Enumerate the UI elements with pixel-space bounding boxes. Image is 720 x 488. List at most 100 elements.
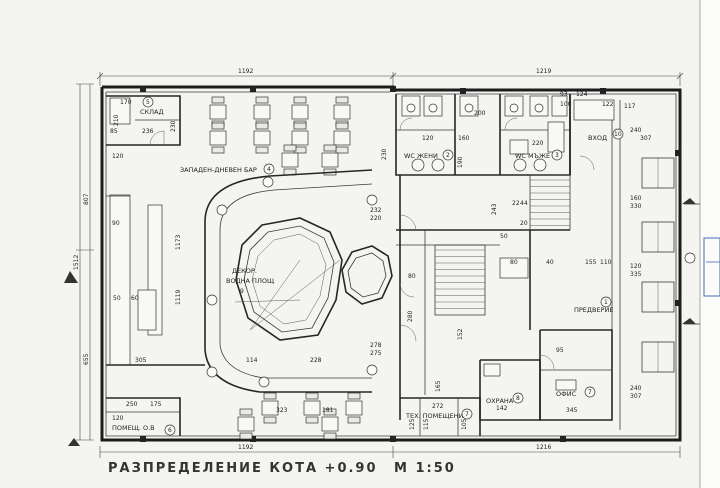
chair (323, 144, 337, 152)
svg-text:240: 240 (630, 127, 642, 134)
svg-text:80: 80 (510, 259, 518, 266)
chair (211, 96, 225, 104)
svg-text:345: 345 (566, 407, 578, 414)
service-counter: 50 60 305 90 (106, 194, 205, 366)
table (345, 400, 363, 416)
label-fountain-2: ВОДНА ПЛОЩ (226, 277, 274, 285)
paper-right-strip (700, 0, 720, 488)
svg-text:1: 1 (604, 299, 608, 306)
restrooms: WC ЖЕНИ 2 WC МЪЖЕ 3 200 160 120 220 190 … (381, 94, 571, 176)
chair (323, 432, 337, 440)
blue-stamp (703, 237, 720, 297)
svg-text:160: 160 (458, 135, 470, 142)
chair (335, 96, 349, 104)
chair (347, 392, 361, 400)
chair (211, 146, 225, 154)
chair (263, 392, 277, 400)
svg-text:120: 120 (112, 415, 124, 422)
table (333, 130, 351, 146)
svg-text:115: 115 (423, 418, 430, 430)
table (321, 152, 339, 168)
svg-text:93: 93 (560, 91, 568, 98)
svg-text:85: 85 (110, 128, 118, 135)
svg-text:105: 105 (461, 418, 468, 430)
svg-text:160: 160 (630, 195, 642, 202)
svg-text:40: 40 (546, 259, 554, 266)
svg-text:8: 8 (516, 395, 520, 402)
table (303, 400, 321, 416)
table (209, 130, 227, 146)
svg-text:305: 305 (135, 357, 147, 364)
section-marker-bottom (68, 438, 80, 446)
section-marker-right-1 (682, 198, 696, 204)
svg-text:125: 125 (409, 418, 416, 430)
dim-left-mid: 1512 (73, 255, 80, 270)
chair (255, 122, 269, 130)
chair (293, 96, 307, 104)
chair (305, 416, 319, 424)
svg-text:4: 4 (267, 166, 271, 173)
section-marker-right-2 (682, 318, 696, 324)
dim-left-lower: 655 (83, 353, 90, 365)
svg-text:120: 120 (422, 135, 434, 142)
table (237, 416, 255, 432)
svg-text:165: 165 (435, 380, 442, 392)
central-stair: 243 80 80 50 22 44 20 40 280 152 165 278… (370, 174, 571, 420)
svg-text:230: 230 (170, 120, 177, 132)
section-marker-left (64, 271, 78, 283)
left-dimension-chain: 807 1512 655 (73, 83, 94, 441)
svg-text:50: 50 (113, 295, 121, 302)
svg-text:228: 228 (310, 357, 322, 364)
table (291, 130, 309, 146)
facade-glazing-bays (641, 157, 675, 373)
table (253, 104, 271, 120)
label-vhod: ВХОД (588, 134, 607, 142)
svg-text:335: 335 (630, 271, 642, 278)
svg-text:323: 323 (276, 407, 288, 414)
svg-text:175: 175 (150, 401, 162, 408)
svg-text:114: 114 (246, 357, 258, 364)
bottom-dims: 323 181 (276, 407, 334, 414)
label-tech: ТЕХ. ПОМЕЩЕНИЕ (405, 412, 467, 420)
entrance-vestibule: ВХОД 10 ПРЕДВЕРИЕ 1 122 117 100 124 93 1… (560, 91, 652, 430)
table (291, 104, 309, 120)
chair (263, 416, 277, 424)
dim-top-right: 1219 (536, 68, 551, 75)
chair (323, 408, 337, 416)
chair (293, 122, 307, 130)
label-sklad: СКЛАД (140, 108, 164, 116)
tech-room: ТЕХ. ПОМЕЩЕНИЕ 7 272 125 115 105 (400, 397, 481, 436)
svg-text:243: 243 (491, 203, 498, 215)
label-pomesht: ПОМЕЩ. О.В (112, 424, 155, 432)
bottom-dimension-chain: 1192 1216 (99, 444, 681, 458)
svg-text:142: 142 (496, 405, 508, 412)
svg-text:220: 220 (532, 140, 544, 147)
chair (255, 146, 269, 154)
svg-text:190: 190 (457, 156, 464, 168)
chair (305, 392, 319, 400)
svg-text:9: 9 (240, 288, 244, 295)
security-room: ОХРАНА 8 142 (479, 359, 541, 421)
table (333, 104, 351, 120)
section-arrows-right (684, 203, 700, 325)
outer-walls (100, 85, 682, 442)
svg-text:117: 117 (624, 103, 636, 110)
label-ofis: ОФИС (556, 390, 577, 398)
chair (239, 432, 253, 440)
label-fountain: ДЕКОР. (232, 267, 257, 275)
svg-text:307: 307 (630, 393, 642, 400)
label-wc-men: WC МЪЖЕ (515, 152, 550, 160)
svg-text:278: 278 (370, 342, 382, 349)
svg-text:44: 44 (520, 200, 528, 207)
table (321, 416, 339, 432)
svg-text:50: 50 (500, 233, 508, 240)
drawing-title: РАЗПРЕДЕЛЕНИЕ КОТА +0.90 (108, 461, 378, 476)
svg-text:272: 272 (432, 403, 444, 410)
svg-text:152: 152 (457, 328, 464, 340)
svg-text:240: 240 (630, 385, 642, 392)
chair (347, 416, 361, 424)
dim-bottom-left: 1192 (238, 444, 253, 451)
svg-text:124: 124 (576, 91, 588, 98)
svg-text:20: 20 (520, 220, 528, 227)
